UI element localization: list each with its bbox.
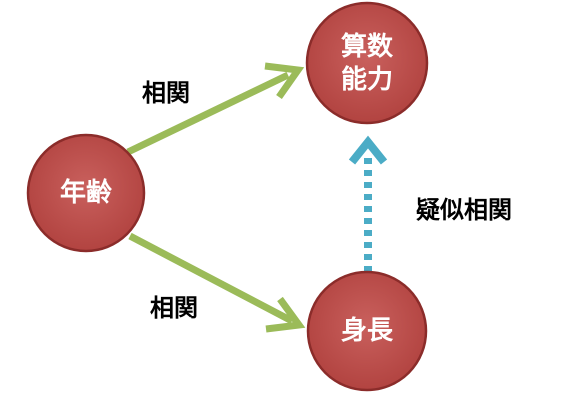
arrow-age-to-height	[128, 232, 306, 333]
arrow-age-to-math	[126, 62, 305, 156]
edge-label-height-math: 疑似相関	[416, 196, 512, 224]
edge-label-age-math: 相関	[142, 79, 190, 107]
node-math-label-line2: 能力	[341, 64, 393, 95]
edge-label-age-height: 相関	[150, 294, 198, 322]
node-height-label: 身長	[341, 315, 394, 346]
arrow-height-to-math	[348, 135, 388, 272]
node-age: 年齢	[26, 133, 146, 253]
node-math-ability: 算数 能力	[305, 1, 429, 125]
node-math-label-line1: 算数	[341, 31, 394, 62]
node-age-label: 年齢	[60, 177, 113, 208]
node-height: 身長	[306, 270, 428, 392]
